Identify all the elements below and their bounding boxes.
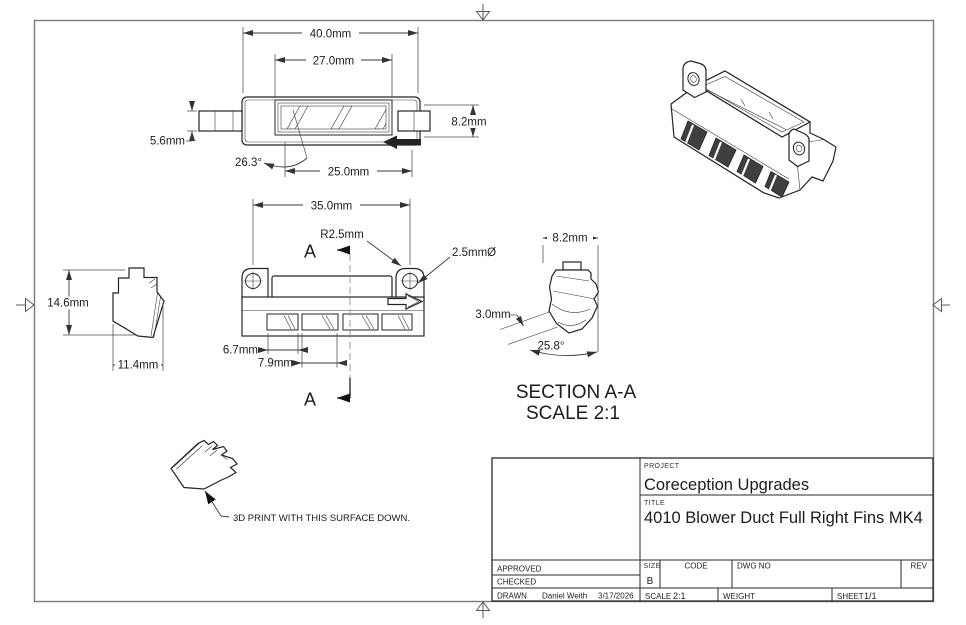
sheet-border [16, 4, 950, 618]
plan-outlet-arrow-icon [387, 293, 424, 310]
section-scale: SCALE 2:1 [526, 403, 620, 424]
drawn-label: DRAWN [497, 592, 527, 601]
drawn-date: 3/17/2026 [598, 592, 634, 601]
front-view: 40.0mm 27.0mm 8.2mm 5.6mm 26.3° 25.0mm [150, 26, 493, 179]
rev-label: REV [911, 562, 928, 571]
dim-8-2mm-front: 8.2mm [451, 117, 486, 129]
center-marker-bottom-icon [475, 601, 491, 618]
title-block: PROJECT Coreception Upgrades TITLE 4010 … [491, 457, 934, 602]
project-label: PROJECT [644, 463, 680, 470]
dim-35mm: 35.0mm [311, 201, 353, 213]
isometric-view [670, 60, 837, 199]
scale-label: SCALE [645, 592, 671, 601]
dim-40mm: 40.0mm [310, 29, 352, 41]
size-label: SIZE [644, 563, 661, 570]
plan-top-boss [271, 275, 393, 299]
dim-angle-25-8: 25.8° [538, 341, 565, 353]
title-label: TITLE [644, 500, 665, 507]
drawing-title: 4010 Blower Duct Full Right Fins MK4 [644, 509, 923, 527]
iso-left-mount-tab [682, 60, 707, 99]
center-marker-top-icon [475, 4, 491, 21]
iso-left-hole [687, 72, 700, 86]
section-label-top: A [304, 242, 316, 262]
print-note: 3D PRINT WITH THIS SURFACE DOWN. [233, 513, 410, 524]
center-marker-left-icon [16, 297, 35, 313]
iso-right-hole [792, 141, 806, 156]
section-title: SECTION A-A [516, 382, 637, 403]
weight-label: WEIGHT [723, 592, 755, 601]
dim-angle-26-3: 26.3° [235, 157, 262, 169]
code-label: CODE [684, 562, 707, 571]
dim-6-7mm: 6.7mm [223, 345, 258, 357]
section-label-bottom: A [304, 390, 316, 410]
plan-left-tab [241, 267, 269, 300]
center-marker-right-icon [932, 297, 950, 313]
front-left-tab [198, 110, 243, 132]
iso-right-mount-tab [788, 128, 810, 168]
section-body [548, 269, 600, 334]
dim-8-2mm-section: 8.2mm [552, 233, 587, 245]
project-name: Coreception Upgrades [644, 476, 809, 494]
dim-5-6mm: 5.6mm [150, 136, 185, 148]
size-value: B [647, 576, 654, 587]
print-orientation-view: 3D PRINT WITH THIS SURFACE DOWN. [170, 439, 410, 524]
dim-7-9mm: 7.9mm [258, 358, 293, 370]
front-vent-window [274, 99, 393, 136]
side-profile [112, 267, 165, 339]
dim-27mm: 27.0mm [313, 56, 355, 68]
sheet-value: 1/1 [864, 591, 877, 601]
dwg-no-label: DWG NO [737, 562, 771, 571]
front-fins [286, 106, 386, 129]
dim-3mm: 3.0mm [475, 309, 510, 321]
dim-hole-dia: 2.5mmØ [452, 247, 496, 259]
scale-value: 2:1 [673, 591, 686, 601]
section-view: 8.2mm 3.0mm 25.8° SECTION A-A SCALE 2:1 [475, 231, 637, 424]
dim-radius: R2.5mm [320, 229, 363, 241]
approved-label: APPROVED [497, 565, 542, 574]
dim-25mm: 25.0mm [328, 167, 370, 179]
drawn-by: Daniel Weith [542, 592, 587, 601]
iso-top-rim [695, 70, 812, 138]
sheet-label: SHEET [837, 592, 864, 601]
dim-14-6mm: 14.6mm [47, 298, 89, 310]
section-nub [562, 261, 582, 271]
checked-label: CHECKED [497, 578, 536, 587]
side-view: 14.6mm 11.4mm [45, 267, 165, 372]
plan-view: A A 35.0mm R2.5mm 2.5mmØ 6.7mm 7.9mm [223, 198, 496, 410]
airflow-arrow-icon [383, 135, 421, 149]
dim-11-4mm: 11.4mm [118, 360, 159, 372]
